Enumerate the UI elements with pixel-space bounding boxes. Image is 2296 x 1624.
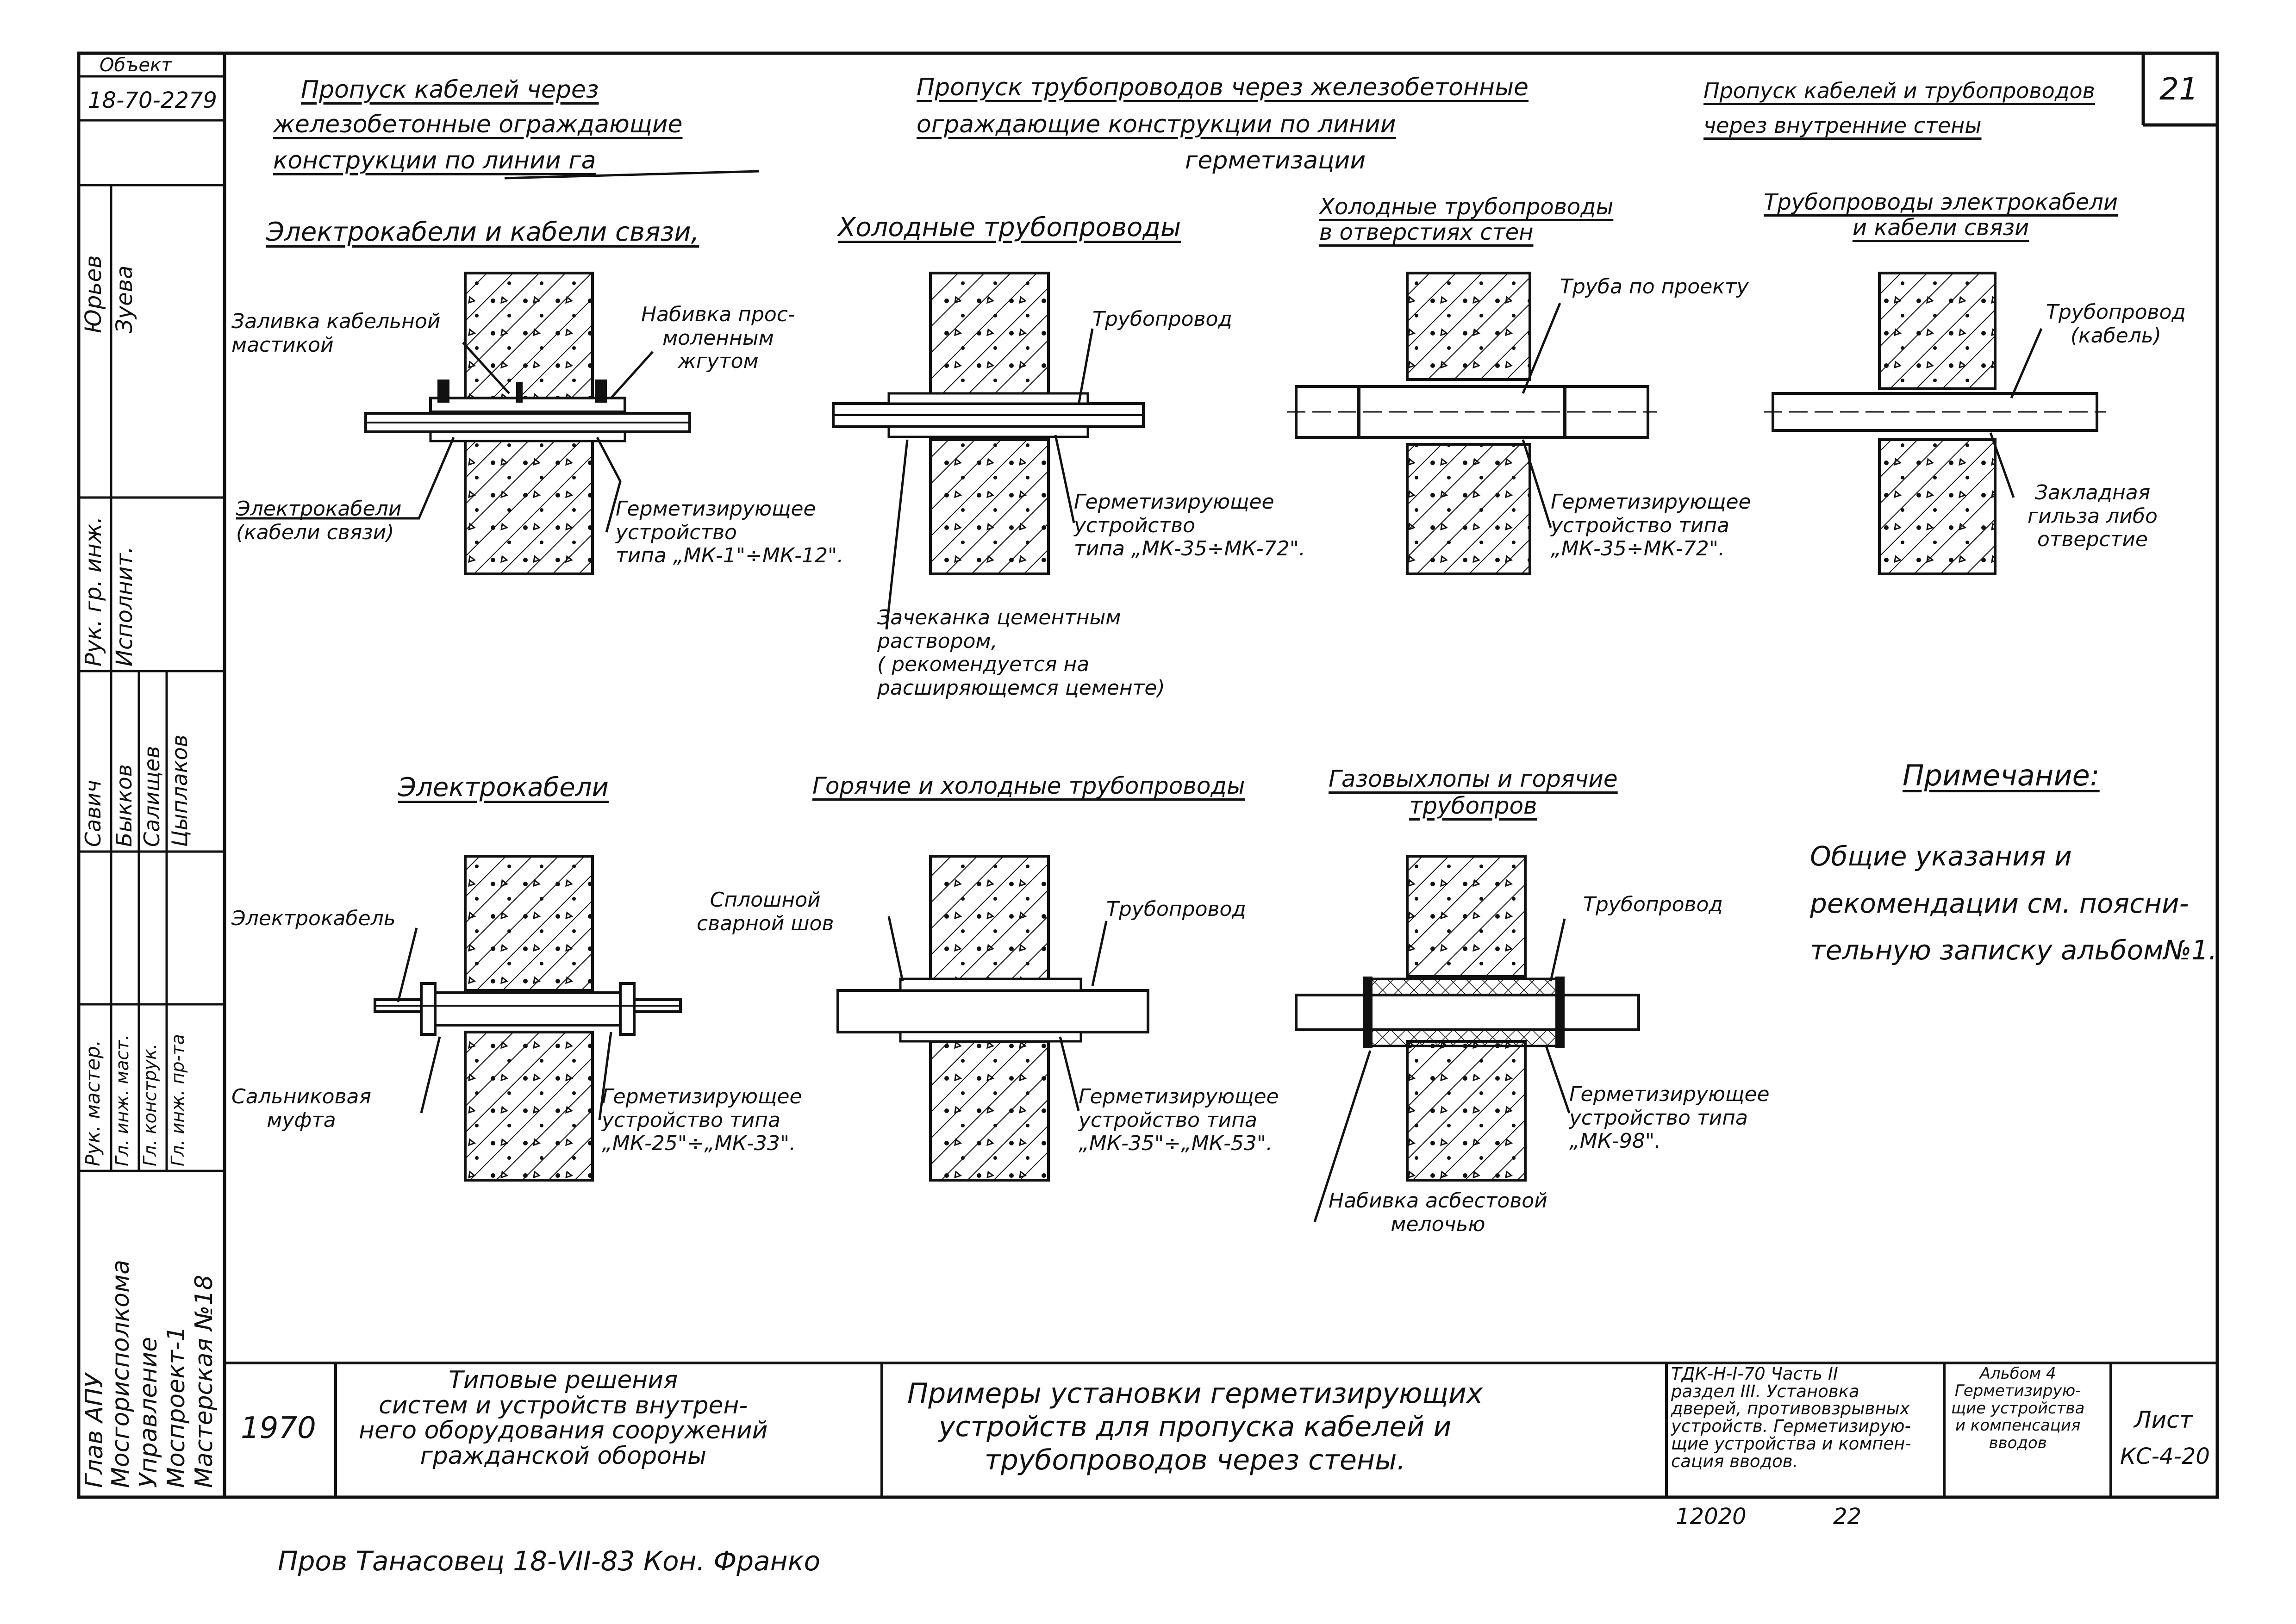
detail-7-asbestos-label: Набивка асбестовой мелочью [1329,1189,1547,1236]
detail-5-graphic [374,855,682,1182]
inventory-number-2: 22 [1833,1504,1862,1530]
stamp-name: Быкков [112,764,137,847]
stamp-role: Гл. инж. маст. [112,1034,132,1166]
header-center-line: ограждающие конструкции по линии [917,111,1396,138]
detail-7-device-label: Герметизирующее устройство типа „МК-98". [1569,1083,1770,1153]
stamp-role: Исполнит. [112,546,137,666]
detail-1-graphic [364,272,691,575]
header-center-line: герметизации [1185,147,1366,174]
detail-4-sleeve-label: Закладная гильза либо отверстие [2028,481,2158,552]
title-sheet-label: Лист [2134,1406,2193,1433]
detail-2-mortar-label: Зачеканка цементным раствором, ( рекомен… [877,606,1165,700]
object-code: 18-70-2279 [88,87,217,113]
detail-4-pipe-label: Трубопровод (кабель) [2046,300,2186,348]
stamp-name: Зуева [112,265,137,333]
inventory-number: 12020 [1676,1504,1747,1530]
stamp-role: Рук. гр. инж. [81,516,106,666]
title-main: Примеры установки герметизирующих устрой… [907,1377,1483,1476]
sheet-frame [77,51,2219,1499]
detail-6-pipe-label: Трубопровод [1106,897,1246,921]
sheet-number: 21 [2159,71,2198,107]
detail-6-device-label: Герметизирующее устройство типа „МК-35"÷… [1079,1085,1279,1156]
detail-1-device-label: Герметизирующее устройство типа „МК-1"÷М… [616,497,844,568]
detail-4-title: Трубопроводы электрокабели и кабели связ… [1764,189,2118,241]
header-center-line: Пропуск трубопроводов через железобетонн… [917,74,1529,101]
detail-1-title: Электрокабели и кабели связи, [266,217,699,247]
stamp-name: Савич [81,780,106,847]
stamp-name: Салищев [139,746,164,847]
detail-3-graphic [1287,272,1657,575]
detail-5-title: Электрокабели [398,772,609,803]
detail-2-title: Холодные трубопроводы [838,212,1181,243]
title-block-grid [225,1362,2217,1497]
detail-6-title: Горячие и холодные трубопроводы [812,772,1245,799]
title-series: Типовые решения систем и устройств внутр… [359,1366,768,1470]
stamp-org: Управление [135,1337,162,1488]
detail-3-title: Холодные трубопроводы в отверстиях стен [1319,194,1614,246]
stamp-org: Глав АПУ [81,1373,108,1488]
object-label: Объект [100,55,172,76]
detail-6-graphic [836,855,1149,1182]
detail-3-device-label: Герметизирующее устройство типа „МК-35÷М… [1551,490,1751,561]
note-text: Общие указания и рекомендации см. поясни… [1810,840,2217,966]
footer-signature: Пров Танасовец 18-VII-83 Кон. Франко [278,1545,821,1577]
detail-1-cables-label: Электрокабели (кабели связи) [236,497,402,544]
header-left-line: конструкции по линии га [273,147,596,174]
header-right-line: через внутренние стены [1703,113,1982,138]
stamp-name: Цыплаков [167,734,192,847]
header-underlines [504,170,760,180]
title-sheet-code: КС-4-20 [2120,1444,2210,1469]
leader-lines [236,303,2043,1222]
stamp-role: Гл. конструк. [140,1043,160,1166]
title-doc: ТДК-Н-I-70 Часть II раздел III. Установк… [1671,1364,1911,1471]
detail-7-title: Газовыхлопы и горячие трубопров [1329,765,1618,819]
stamp-org: Моспроект-1 [162,1326,190,1488]
note-title: Примечание: [1903,759,2100,792]
detail-5-gland-label: Сальниковая муфта [231,1085,371,1132]
detail-5-device-label: Герметизирующее устройство типа „МК-25"÷… [602,1085,802,1156]
detail-2-pipe-label: Трубопровод [1092,307,1232,331]
header-left-line: Пропуск кабелей через [301,76,599,104]
detail-1-packing-label: Набивка прос- моленным жгутом [641,303,795,373]
stamp-name: Юрьев [81,255,106,333]
header-left-line: железобетонные ограждающие [273,111,683,138]
detail-2-graphic [832,272,1145,575]
side-stamp-grid [79,75,225,1172]
detail-4-graphic [1764,272,2106,575]
header-right-line: Пропуск кабелей и трубопроводов [1703,78,2095,103]
detail-5-cable-label: Электрокабель [231,907,396,930]
detail-6-weld-label: Сплошной сварной шов [697,888,834,935]
detail-2-device-label: Герметизирующее устройство типа „МК-35÷М… [1074,490,1305,561]
detail-1-fill-label: Заливка кабельной мастикой [231,310,441,357]
stamp-org: Мосгорисполкома [107,1259,135,1488]
stamp-org: Мастерская №18 [190,1275,218,1488]
detail-7-pipe-label: Трубопровод [1583,893,1723,916]
stamp-role: Гл. инж. пр-та [168,1034,188,1166]
stamp-role: Рук. мастер. [81,1039,104,1166]
detail-3-pipe-label: Труба по проекту [1560,275,1749,299]
title-year: 1970 [241,1411,316,1445]
title-album: Альбом 4 Герметизирую- щие устройства и … [1951,1364,2085,1452]
detail-7-graphic [1295,855,1640,1182]
